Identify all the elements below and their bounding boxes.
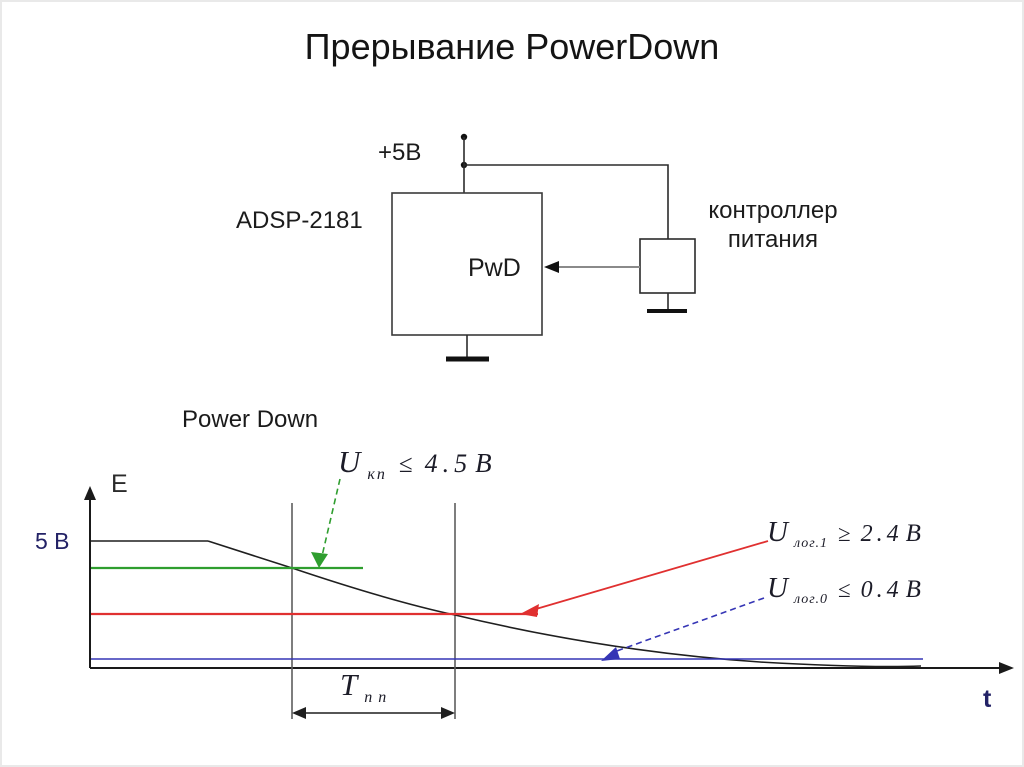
ulog0-leader-line <box>613 597 765 653</box>
ukp-subscript: кп <box>367 466 387 483</box>
ulog0-unit: В <box>905 576 921 603</box>
power-controller-label-line1: контроллер <box>708 197 838 224</box>
ulog0-symbol: U <box>767 572 788 604</box>
ulog1-value: 2.4 <box>860 521 903 547</box>
ulog1-symbol: U <box>767 516 788 548</box>
y-axis-arrowhead <box>84 486 96 500</box>
pwd-arrowhead <box>544 261 559 273</box>
supply-voltage-label: +5В <box>378 139 422 166</box>
tpp-arrowhead-right <box>441 707 455 719</box>
tpp-subscript: пп <box>364 689 393 706</box>
power-controller-label-line2: питания <box>727 226 819 254</box>
ulog1-subscript: лог.1 <box>793 536 829 551</box>
timing-diagram <box>84 478 1014 719</box>
supply-level-label: 5 В <box>35 528 70 554</box>
tpp-symbol: T <box>340 667 358 702</box>
ulog1-unit: В <box>905 520 921 547</box>
x-axis-label: t <box>983 685 992 713</box>
ulog1-leader-arrowhead <box>520 604 539 617</box>
power-controller-label: контроллер питания <box>690 196 856 255</box>
y-axis-label: E <box>111 470 128 498</box>
ukp-unit: В <box>475 448 492 478</box>
tpp-arrowhead-left <box>292 707 306 719</box>
page-title: Прерывание PowerDown <box>304 26 720 67</box>
circuit-schematic <box>391 133 696 362</box>
chip-name-label: ADSP-2181 <box>236 207 363 234</box>
ukp-value: 4.5 <box>424 449 473 478</box>
voltage-decay-curve <box>207 540 922 668</box>
chart-caption: Power Down <box>182 406 319 433</box>
x-axis-arrowhead <box>999 662 1014 674</box>
ukp-relation: ≤ <box>398 451 413 478</box>
controller-box <box>639 238 696 294</box>
ukp-leader-arrowhead <box>311 552 328 568</box>
ulog0-leader-arrowhead <box>601 647 620 661</box>
ulog0-subscript: лог.0 <box>793 592 829 607</box>
ulog1-leader-line <box>535 540 769 610</box>
ukp-symbol: U <box>338 444 361 479</box>
pwd-pin-label: PwD <box>468 254 521 282</box>
ulog0-value: 0.4 <box>860 577 903 603</box>
ulog0-relation: ≤ <box>838 577 851 602</box>
supply-wire-to-controller <box>464 164 669 239</box>
ukp-leader-line <box>321 478 341 557</box>
ulog1-relation: ≥ <box>838 521 851 546</box>
